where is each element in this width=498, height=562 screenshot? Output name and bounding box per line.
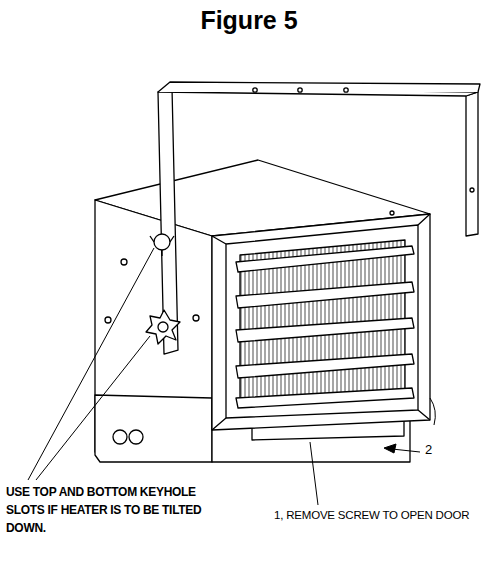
mounting-note: USE TOP AND BOTTOM KEYHOLE SLOTS IF HEAT… [6, 483, 211, 537]
figure-title: Figure 5 [0, 6, 498, 35]
callout-number: 2 [425, 442, 432, 457]
step-note: 1, REMOVE SCREW TO OPEN DOOR [274, 509, 494, 521]
